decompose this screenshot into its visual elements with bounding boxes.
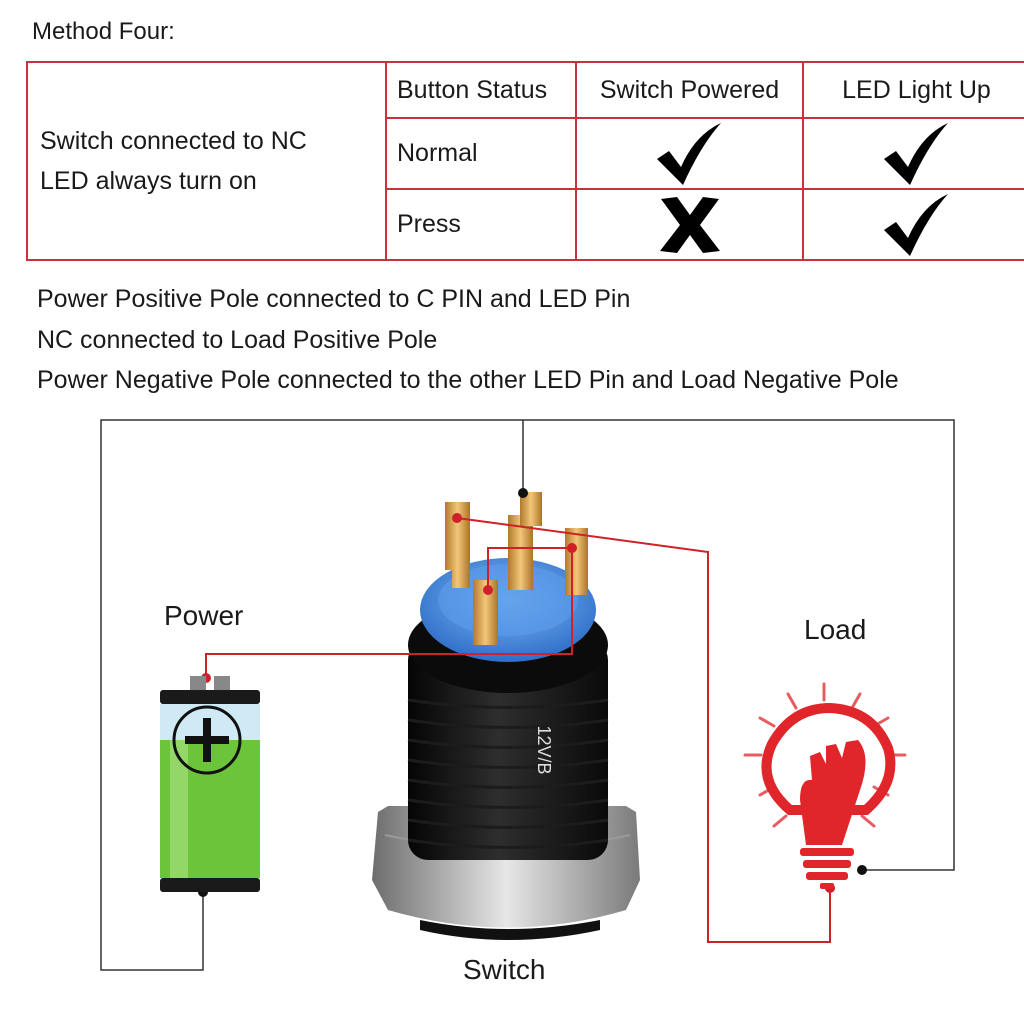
table-row: Press — [27, 188, 1024, 261]
truth-table: Switch connected to NC LED always turn o… — [26, 61, 1024, 261]
table-row: Normal — [27, 117, 1024, 190]
row-status-press: Press — [385, 188, 577, 261]
table-header-row: Switch connected to NC LED always turn o… — [26, 61, 1024, 261]
bulb-icon — [743, 682, 907, 889]
normal-led-light-up-cell — [802, 117, 1024, 190]
switch-marking: 12V/B — [534, 725, 554, 774]
negative-wires — [100, 419, 955, 971]
method-title: Method Four: — [32, 18, 175, 45]
power-label: Power — [164, 600, 244, 631]
row-status-normal: Normal — [385, 117, 577, 190]
cross-icon — [659, 196, 720, 253]
load-label: Load — [804, 614, 867, 645]
wiring-diagram: 12V/B — [0, 400, 1024, 1024]
note-line-2: NC connected to Load Positive Pole — [37, 325, 438, 354]
normal-switch-powered-cell — [575, 117, 804, 190]
description-line-1: Switch connected to NC — [40, 127, 307, 155]
description-cell: Switch connected to NC LED always turn o… — [26, 61, 387, 261]
check-icon — [883, 122, 948, 185]
header-button-status: Button Status — [385, 61, 577, 119]
header-led-light-up: LED Light Up — [802, 61, 1024, 119]
battery-icon — [160, 676, 260, 892]
positive-wires — [205, 517, 831, 943]
wiring-diagram-svg: 12V/B — [100, 419, 955, 971]
check-icon — [656, 122, 721, 185]
check-icon — [883, 193, 948, 256]
header-switch-powered: Switch Powered — [575, 61, 804, 119]
switch-icon: 12V/B — [372, 492, 640, 940]
press-led-light-up-cell — [802, 188, 1024, 261]
note-line-3: Power Negative Pole connected to the oth… — [37, 366, 899, 394]
note-line-1: Power Positive Pole connected to C PIN a… — [37, 285, 631, 313]
press-switch-powered-cell — [575, 188, 804, 261]
description-line-2: LED always turn on — [40, 167, 257, 195]
wiring-notes: Power Positive Pole connected to C PIN a… — [37, 279, 899, 401]
switch-label: Switch — [463, 954, 546, 985]
